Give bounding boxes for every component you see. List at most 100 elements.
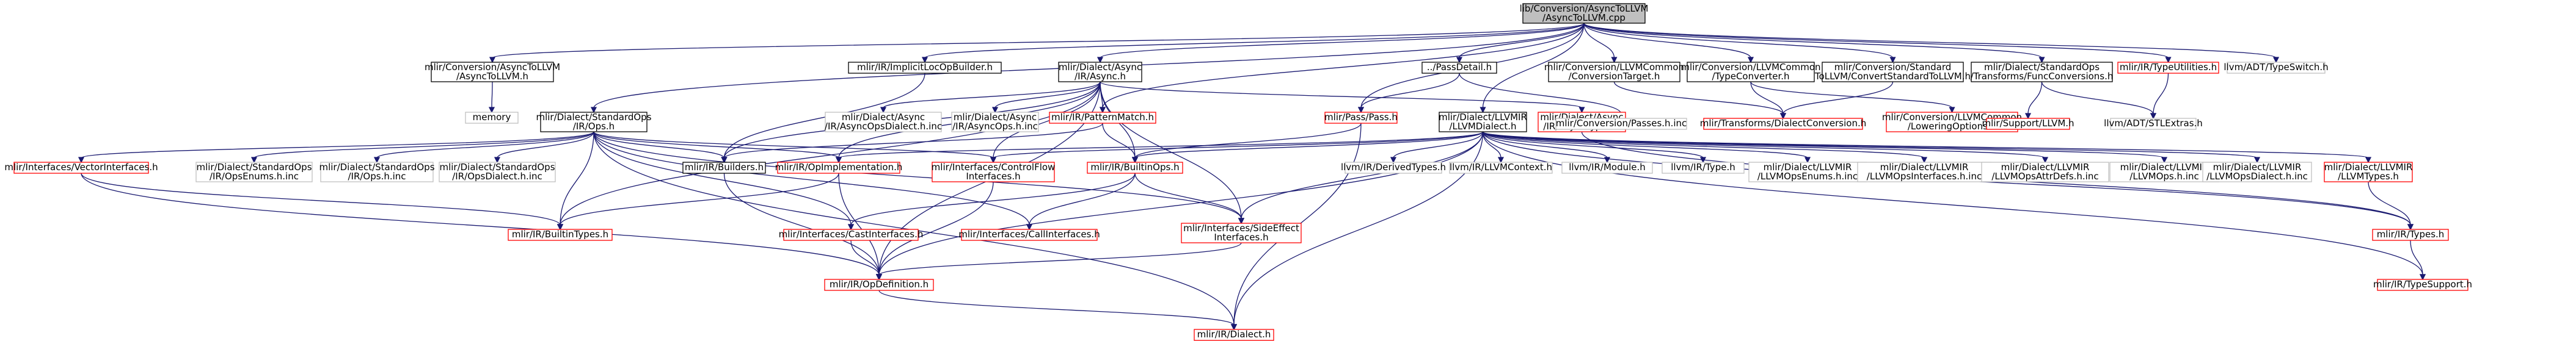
edge-n_builtin_ops-to-n_call_if [1026, 173, 1136, 231]
edge-n_root-to-n_passdetail [1456, 23, 1585, 63]
graph-node-type-util[interactable]: mlir/IR/TypeUtilities.h [2117, 62, 2219, 74]
edge-n_std_ops_h-to-n_std_ops_inc [373, 131, 594, 163]
node-label-line: /LLVMOpsAttrDefs.h.inc [1991, 171, 2098, 182]
node-label-line: llvm/IR/Module.h [1569, 162, 1646, 173]
node-label-line: mlir/Dialect/StandardOps [439, 162, 555, 173]
graph-node-std-ops-enums[interactable]: mlir/Dialect/StandardOps/IR/OpsEnums.h.i… [195, 162, 313, 182]
graph-node-llvmops-if[interactable]: mlir/Dialect/LLVMIR/LLVMOpsInterfaces.h.… [1857, 162, 1991, 182]
graph-node-typeswitch[interactable]: llvm/ADT/TypeSwitch.h [2224, 62, 2329, 74]
graph-node-vector-if[interactable]: mlir/Interfaces/VectorInterfaces.h [4, 162, 158, 174]
graph-node-llvm-types[interactable]: mlir/Dialect/LLVMIR/LLVMTypes.h [2324, 162, 2413, 182]
node-label-line: mlir/Interfaces/ControlFlow [932, 162, 1056, 173]
graph-node-builtin-ops[interactable]: mlir/IR/BuiltinOps.h [1087, 162, 1183, 174]
edge-n_llvm_dialect-to-n_llvmops_dialect [1482, 131, 2261, 163]
node-label-line: /LLVMOpsInterfaces.h.inc [1867, 171, 1982, 182]
node-label-line: /LLVMOps.h.inc [2129, 171, 2198, 182]
edge-n_llvm_dialect-to-n_llvmops_enums [1482, 131, 1811, 163]
graph-node-async2llvm-h[interactable]: mlir/Conversion/AsyncToLLVM/AsyncToLLVM.… [425, 62, 560, 82]
edge-n_llvm_dialect-to-n_builtin_ops [1131, 131, 1484, 163]
graph-node-conv-target[interactable]: mlir/Conversion/LLVMCommon/ConversionTar… [1544, 62, 1684, 82]
graph-node-std-ops-inc[interactable]: mlir/Dialect/StandardOps/IR/Ops.h.inc [319, 162, 435, 182]
graph-node-async-ops-inc[interactable]: mlir/Dialect/Async/IR/AsyncOps.h.inc [951, 112, 1039, 132]
node-label-line: mlir/Dialect/Async [842, 112, 925, 123]
node-label-line: Interfaces.h [966, 171, 1020, 182]
graph-node-llvm-context[interactable]: llvm/IR/LLVMContext.h [1449, 162, 1553, 174]
edge-n_op_def-to-n_ir_dialect [878, 290, 1238, 331]
node-label-line: /IR/OpsDialect.h.inc [452, 171, 542, 182]
graph-node-llvm-module[interactable]: llvm/IR/Module.h [1561, 162, 1653, 174]
node-label-line: mlir/Dialect/StandardOps [1984, 62, 2100, 73]
graph-node-pass-h[interactable]: mlir/Pass/Pass.h [1324, 112, 1398, 124]
graph-node-llvm-type[interactable]: llvm/IR/Type.h [1662, 162, 1745, 174]
graph-node-implicit[interactable]: mlir/IR/ImplicitLocOpBuilder.h [848, 62, 1002, 74]
graph-node-dialect-conversion[interactable]: mlir/Transforms/DialectConversion.h [1700, 118, 1866, 130]
node-label-line: mlir/Conversion/Passes.h.inc [1556, 118, 1687, 129]
edge-n_std_ops_h-to-n_vector_if [78, 131, 594, 163]
graph-node-support-llvm[interactable]: mlir/Support/LLVM.h [1982, 118, 2074, 130]
graph-node-memory[interactable]: memory [465, 112, 519, 124]
node-label-line: /IR/OpsEnums.h.inc [210, 171, 299, 182]
graph-node-std-ops-h[interactable]: mlir/Dialect/StandardOps/IR/Ops.h [536, 112, 652, 132]
node-label-line: mlir/IR/ImplicitLocOpBuilder.h [857, 62, 993, 73]
graph-node-ir-types[interactable]: mlir/IR/Types.h [2372, 229, 2449, 241]
graph-node-pattern-match[interactable]: mlir/IR/PatternMatch.h [1049, 112, 1156, 124]
graph-node-builders[interactable]: mlir/IR/Builders.h [682, 162, 766, 174]
graph-node-ir-dialect[interactable]: mlir/IR/Dialect.h [1194, 329, 1274, 341]
node-label-line: mlir/Dialect/Async [1059, 62, 1142, 73]
graph-node-llvmops-enums[interactable]: mlir/Dialect/LLVMIR/LLVMOpsEnums.h.inc [1748, 162, 1867, 182]
graph-node-stl-extras[interactable]: llvm/ADT/STLExtras.h [2104, 118, 2203, 130]
edge-n_llvm_dialect-to-n_derived_types [1390, 131, 1484, 163]
graph-node-std2llvm[interactable]: mlir/Conversion/StandardToLLVM/ConvertSt… [1814, 62, 1971, 82]
node-label-line: mlir/IR/PatternMatch.h [1051, 112, 1154, 123]
edge-n_std_ops_h-to-n_builtin_types [556, 131, 594, 231]
node-label-line: /TypeConverter.h [1712, 71, 1789, 82]
node-label-line: mlir/Dialect/StandardOps [196, 162, 312, 173]
graph-node-dialect-async-h[interactable]: mlir/Dialect/Async/IR/Async.h [1058, 62, 1142, 82]
graph-node-type-conv[interactable]: mlir/Conversion/LLVMCommon/TypeConverter… [1680, 62, 1821, 82]
edge-n_root-to-n_type_util [1583, 23, 2172, 63]
node-label-line: mlir/Conversion/Standard [1834, 62, 1952, 73]
node-label-line: mlir/Dialect/LLVMIR [2324, 162, 2413, 173]
graph-node-passdetail[interactable]: ../PassDetail.h [1421, 62, 1497, 74]
graph-node-llvmops-dialect[interactable]: mlir/Dialect/LLVMIR/LLVMOpsDialect.h.inc [2202, 162, 2312, 182]
edge-n_type_conv-to-n_dialect_conversion [1750, 81, 1787, 120]
graph-node-std-ops-dialect[interactable]: mlir/Dialect/StandardOps/IR/OpsDialect.h… [439, 162, 556, 182]
node-label-line: /LLVMTypes.h [2338, 171, 2399, 182]
graph-node-conv-passes[interactable]: mlir/Conversion/Passes.h.inc [1555, 118, 1687, 130]
node-label-line: mlir/Support/LLVM.h [1982, 118, 2074, 129]
edge-n_root-to-n_implicit [921, 23, 1585, 63]
graph-node-llvmops-attr[interactable]: mlir/Dialect/LLVMIR/LLVMOpsAttrDefs.h.in… [1981, 162, 2109, 182]
edge-n_pattern_match-to-n_builders [721, 123, 1103, 163]
node-label-line: mlir/Dialect/LLVMIR [1880, 162, 1969, 173]
node-label-line: mlir/IR/TypeSupport.h [2373, 279, 2472, 290]
node-label-line: ../PassDetail.h [1427, 62, 1492, 73]
node-label-line: mlir/Interfaces/CallInterfaces.h [958, 229, 1100, 240]
graph-node-derived-types[interactable]: llvm/IR/DerivedTypes.h [1341, 162, 1446, 174]
node-label-line: memory [473, 112, 511, 123]
graph-node-type-support[interactable]: mlir/IR/TypeSupport.h [2373, 279, 2472, 291]
edge-n_llvm_dialect-to-n_llvmops_attr [1482, 131, 2049, 163]
node-label-line: lib/Conversion/AsyncToLLVM [1520, 3, 1649, 14]
edge-n_root-to-n_llvm_dialect [1480, 23, 1585, 113]
node-label-line: /ConversionTarget.h [1569, 71, 1660, 82]
edges-layer [78, 23, 2426, 331]
graph-node-op-impl[interactable]: mlir/IR/OpImplementation.h [775, 162, 903, 174]
edge-n_std_ops_h-to-n_std_ops_enums [250, 131, 594, 163]
edge-n_llvm_dialect-to-n_llvm_types [1482, 131, 2372, 163]
node-label-line: /IR/Ops.h.inc [348, 171, 406, 182]
graph-node-cast-if[interactable]: mlir/Interfaces/CastInterfaces.h [779, 229, 924, 241]
node-label-line: mlir/Dialect/LLVMIR [1439, 112, 1527, 123]
graph-node-llvmops-inc[interactable]: mlir/Dialect/LLVMIR/LLVMOps.h.inc [2109, 162, 2219, 182]
graph-node-call-if[interactable]: mlir/Interfaces/CallInterfaces.h [958, 229, 1100, 241]
graph-node-func-conv[interactable]: mlir/Dialect/StandardOps/Transforms/Func… [1971, 62, 2114, 82]
graph-node-op-def[interactable]: mlir/IR/OpDefinition.h [824, 279, 934, 291]
edge-n_llvm_types-to-n_ir_types [2368, 181, 2414, 231]
node-label-line: mlir/Dialect/StandardOps [536, 112, 651, 123]
node-label-line: /AsyncToLLVM.h [456, 71, 528, 82]
graph-node-builtin-types[interactable]: mlir/IR/BuiltinTypes.h [508, 229, 613, 241]
graph-node-llvm-dialect[interactable]: mlir/Dialect/LLVMIR/LLVMDialect.h [1439, 112, 1527, 132]
graph-node-async-dialect-inc[interactable]: mlir/Dialect/Async/IR/AsyncOpsDialect.h.… [825, 112, 942, 132]
